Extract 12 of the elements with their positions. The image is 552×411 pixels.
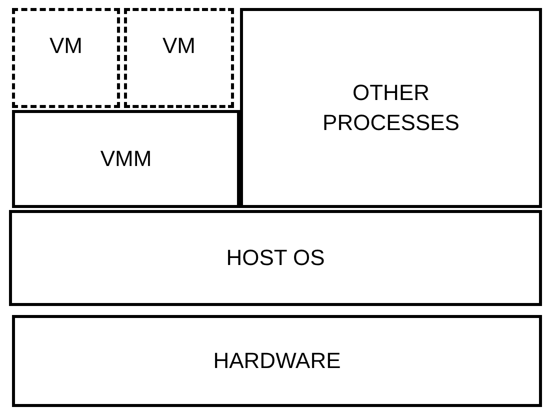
- vm-box: [12, 8, 120, 108]
- layer-label: OTHER PROCESSES: [322, 79, 460, 137]
- process-layer: [240, 8, 542, 208]
- layer-label: VM: [50, 32, 82, 60]
- hardware-layer: [12, 315, 542, 407]
- os-layer: [9, 210, 542, 306]
- layer-label: HARDWARE: [213, 347, 341, 376]
- layer-label: VMM: [100, 145, 152, 174]
- vm-box: [124, 8, 234, 108]
- layer-label: VM: [162, 32, 196, 60]
- vmm-layer: [12, 110, 240, 208]
- layer-label: HOST OS: [226, 244, 325, 272]
